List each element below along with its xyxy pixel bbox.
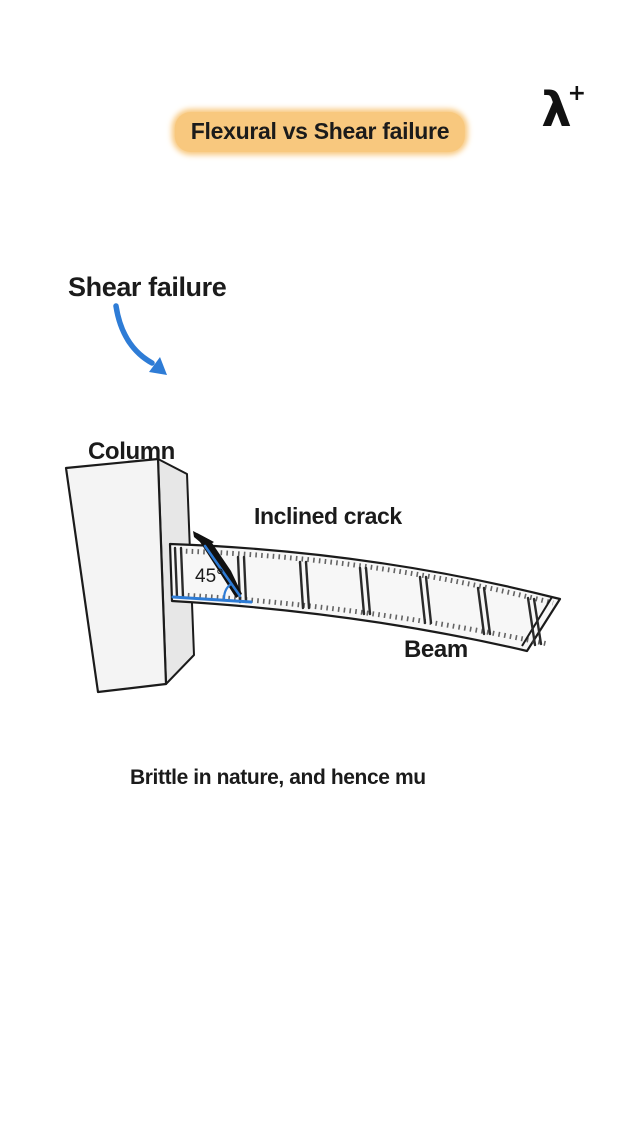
angle-markup [171, 544, 253, 604]
angle-base-line [171, 595, 253, 604]
plus-glyph: + [567, 81, 586, 106]
shear-failure-label: Shear failure [68, 272, 227, 302]
stirrup [173, 546, 185, 599]
crack-hook [193, 531, 214, 547]
page-title: Flexural vs Shear failure [174, 112, 466, 152]
arrow-shaft [113, 303, 155, 366]
shear-failure-arrow [113, 303, 167, 375]
arrow-head [149, 357, 167, 375]
beam-shape [168, 542, 562, 653]
column-label: Column [88, 438, 175, 465]
stirrup [526, 596, 543, 647]
stirrup [418, 575, 433, 625]
beam-label: Beam [404, 636, 468, 663]
column-front-face [64, 457, 168, 694]
lambda-plus-logo: λ+ [541, 83, 590, 135]
caption-text: Brittle in nature, and hence mu [130, 766, 426, 789]
inclined-crack-label: Inclined crack [254, 503, 402, 529]
stirrup [476, 586, 492, 636]
lambda-glyph: λ [541, 82, 572, 138]
title-text: Flexural vs Shear failure [174, 112, 466, 152]
beam-body [168, 542, 562, 653]
angle-arc [222, 583, 232, 600]
angle-incline-line [203, 544, 242, 598]
stirrup [358, 566, 372, 616]
stirrups [173, 546, 543, 647]
beam-bottom-reinforcement [181, 592, 549, 647]
angle-label: 45° [195, 566, 224, 587]
stirrup [298, 560, 311, 610]
